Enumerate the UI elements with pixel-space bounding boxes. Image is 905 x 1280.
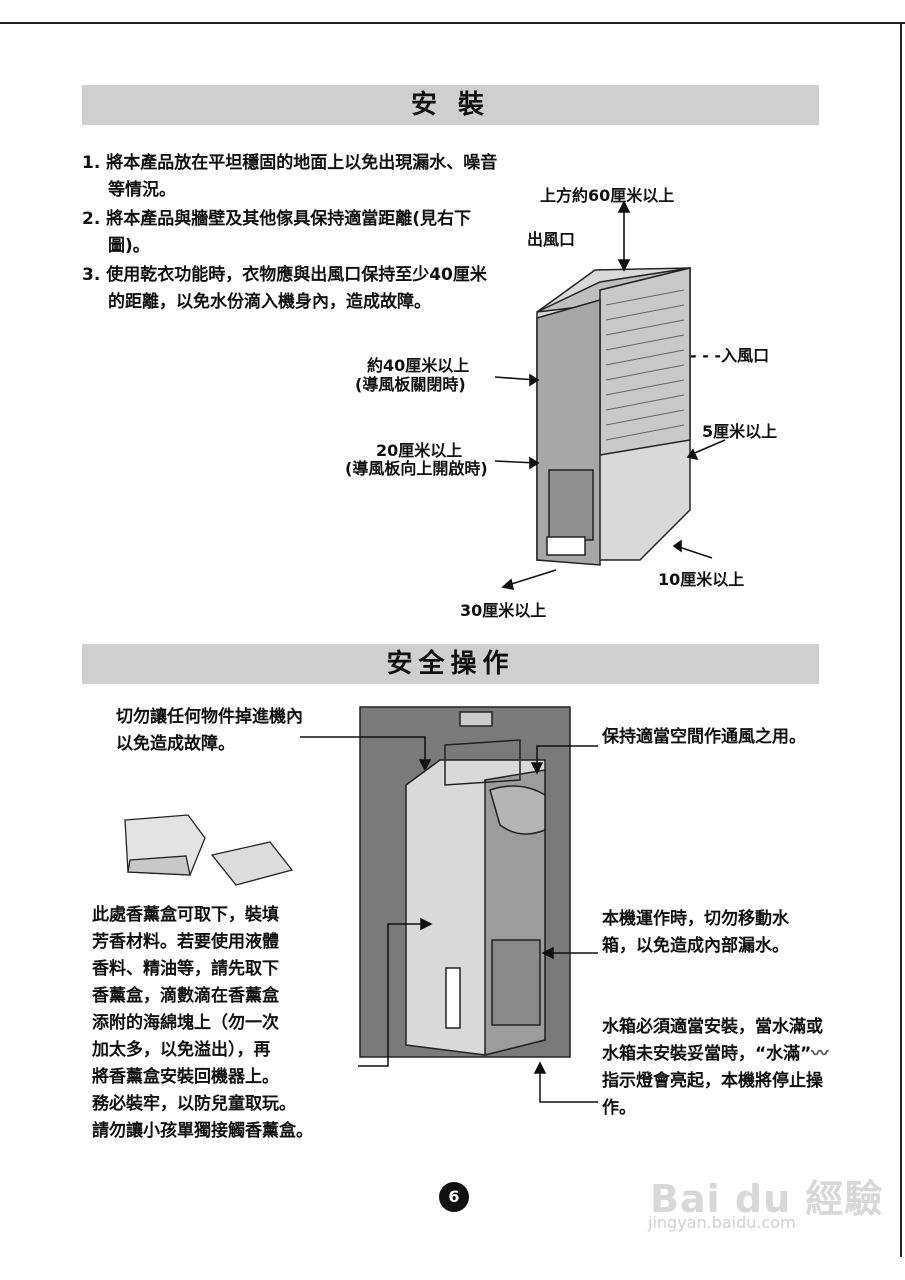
page-top-border (0, 22, 905, 24)
fragrance-box-illustration (124, 814, 294, 886)
fragrance-line: 此處香薰盒可取下，裝填 (92, 905, 279, 925)
left-20cm-label: 20厘米以上 (376, 441, 463, 460)
left-40cm-note: (導風板關閉時) (355, 375, 466, 394)
fragrance-line: 加太多，以免溢出），再 (92, 1040, 271, 1060)
fragrance-line: 將香薰盒安裝回機器上。 (92, 1067, 279, 1087)
install-step-1: 1. 將本產品放在平坦穩固的地面上以免出現漏水、噪音等情況。 (82, 153, 498, 200)
note-tank-install-text: 水箱必須適當安裝，當水滿或水箱未安裝妥當時，“水滿” (602, 1017, 823, 1064)
page-right-border (900, 22, 902, 1257)
note-ventilation: 保持適當空間作通風之用。 (602, 727, 806, 747)
watermark-url: jingyan.baidu.com (648, 1213, 796, 1232)
fragrance-line: 芳香材料。若要使用液體 (92, 932, 279, 952)
right-5cm-label: 5厘米以上 (702, 422, 778, 441)
install-step-3: 3. 使用乾衣功能時，衣物應與出風口保持至少40厘米的距離，以免水份滴入機身內，… (82, 265, 487, 312)
left-40cm-label: 約40厘米以上 (367, 356, 470, 375)
note-tank-install-end: 指示燈會亮起，本機將停止操作。 (602, 1071, 823, 1118)
air-inlet-label: - - -入風口 (690, 346, 770, 365)
safety-unit-illustration (359, 706, 571, 1058)
note-tank-install: 水箱必須適當安裝，當水滿或水箱未安裝妥當時，“水滿”〰指示燈會亮起，本機將停止操… (602, 1014, 830, 1122)
left-20cm-note: (導風板向上開啟時) (345, 459, 488, 478)
note-fragrance: 此處香薰盒可取下，裝填 芳香材料。若要使用液體 香料、精油等，請先取下 香薰盒，… (92, 902, 313, 1145)
install-step-2: 2. 將本產品與牆壁及其他傢具保持適當距離(見右下圖)。 (82, 209, 471, 256)
front-30cm-label: 30厘米以上 (460, 601, 547, 620)
safety-heading: 安全操作 (82, 644, 819, 684)
page-number: 6 (439, 1182, 469, 1212)
fragrance-line: 添附的海綿塊上（勿一次 (92, 1013, 279, 1033)
fragrance-line: 香薰盒，滴數滴在香薰盒 (92, 986, 279, 1006)
note-no-move-tank: 本機運作時，切勿移動水箱，以免造成內部漏水。 (602, 909, 789, 956)
bottom-10cm-label: 10厘米以上 (658, 570, 745, 589)
water-full-icon: 〰 (811, 1044, 829, 1064)
fragrance-line: 務必裝牢，以防兒童取玩。 (92, 1094, 296, 1114)
fragrance-line: 請勿讓小孩單獨接觸香薰盒。 (92, 1121, 313, 1141)
clearance-arrows (494, 200, 726, 591)
install-unit-illustration (536, 267, 691, 566)
fragrance-line: 香料、精油等，請先取下 (92, 959, 279, 979)
install-steps: 1. 將本產品放在平坦穩固的地面上以免出現漏水、噪音等情況。 2. 將本產品與牆… (82, 150, 502, 318)
note-no-objects: 切勿讓任何物件掉進機內以免造成故障。 (116, 707, 303, 754)
air-outlet-label: 出風口 (527, 230, 576, 249)
top-clearance-label: 上方約60厘米以上 (540, 186, 675, 205)
watermark-brand: Bai du 經驗 (650, 1177, 884, 1221)
safety-leader-lines (300, 736, 598, 1103)
install-heading: 安 裝 (82, 85, 819, 125)
